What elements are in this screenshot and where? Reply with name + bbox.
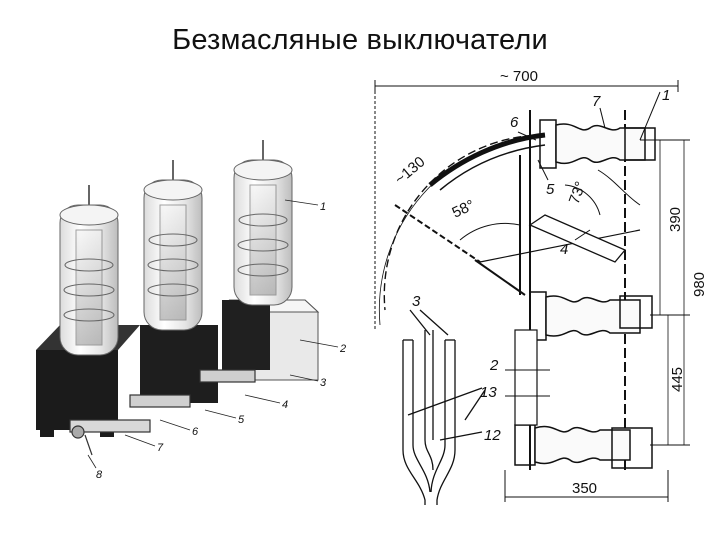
right-callout-5: 5 [546, 181, 555, 198]
right-callout-7: 7 [592, 93, 601, 110]
right-callout-4: 4 [560, 241, 568, 258]
right-callout-6: 6 [510, 114, 519, 131]
dim-height-980: 980 [691, 272, 708, 297]
top-insulator [539, 119, 656, 169]
dim-overall-width: ~ 700 [500, 68, 538, 85]
right-callout-3: 3 [412, 293, 421, 310]
left-callout-1: 1 [320, 201, 326, 213]
dim-height-390: 390 [667, 207, 684, 232]
vacuum-chamber-3 [233, 140, 293, 306]
right-callout-2: 2 [489, 357, 499, 374]
drive-shaft [69, 369, 256, 456]
middle-insulator [529, 291, 653, 341]
fork-contact-detail [402, 309, 486, 505]
left-callout-3: 3 [320, 377, 327, 389]
dim-height-445: 445 [669, 367, 686, 392]
lower-insulator [514, 424, 653, 469]
dim-arc-radius: ~130 [392, 153, 429, 188]
vacuum-chamber-1 [59, 185, 119, 356]
dim-angle-73: 73° [566, 179, 590, 206]
left-callout-2: 2 [339, 343, 346, 355]
left-callout-8: 8 [96, 469, 103, 481]
dim-angle-58: 58° [450, 197, 478, 222]
right-callout-12: 12 [484, 427, 501, 444]
vacuum-chamber-2 [143, 160, 203, 331]
left-callout-5: 5 [238, 414, 245, 426]
left-callout-4: 4 [282, 399, 288, 411]
slide-title: Безмасляные выключатели [172, 24, 548, 56]
left-callout-7: 7 [157, 442, 164, 454]
left-leader-lines [87, 199, 339, 469]
left-callout-6: 6 [192, 426, 199, 438]
right-callout-1: 1 [662, 87, 670, 104]
dim-base-width: 350 [572, 480, 597, 497]
right-callout-13: 13 [480, 384, 497, 401]
